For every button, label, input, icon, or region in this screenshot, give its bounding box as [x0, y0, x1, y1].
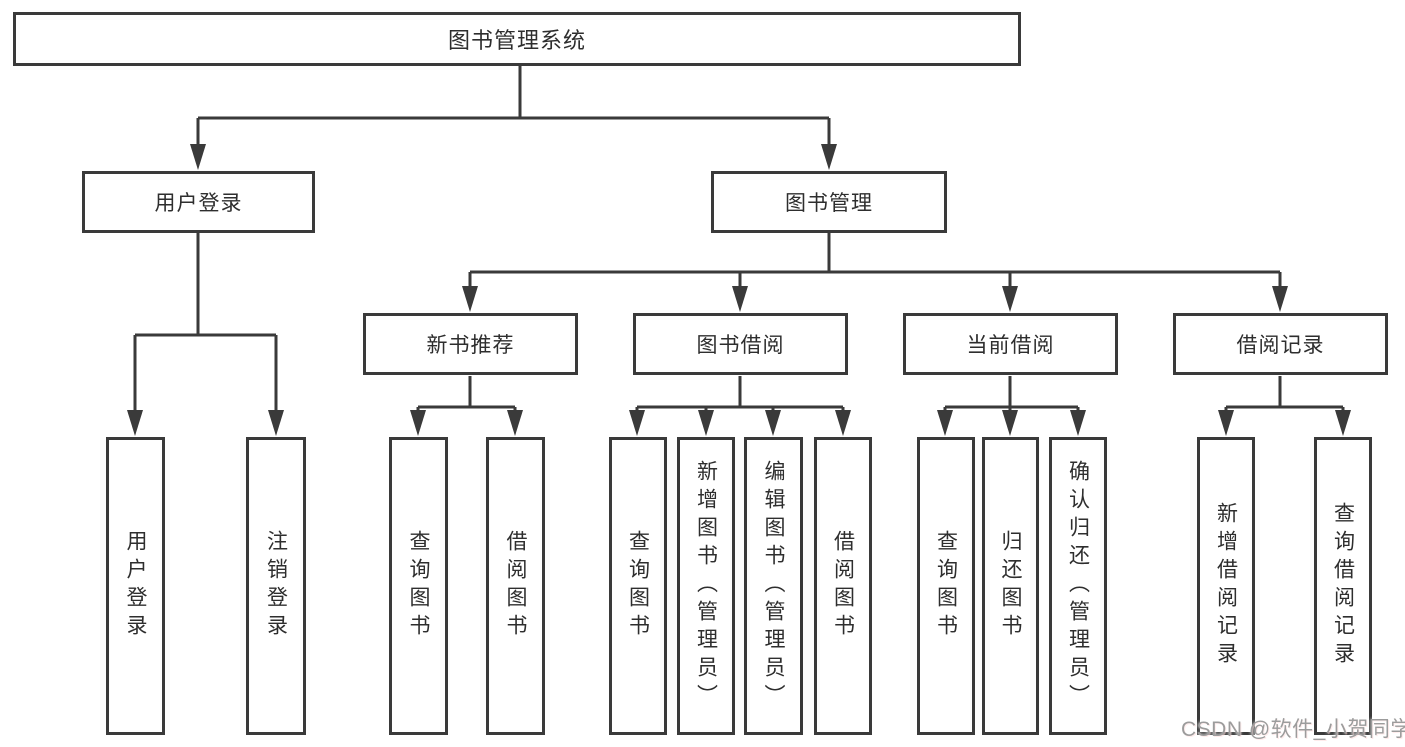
- leaf-cb-query-books: 查询图书: [917, 437, 975, 735]
- leaf-user-login: 用户登录: [106, 437, 165, 735]
- leaf-bb-edit-books-admin: 编辑图书（管理员）: [744, 437, 803, 735]
- leaf-br-add-record: 新增借阅记录: [1197, 437, 1255, 735]
- leaf-logout: 注销登录: [246, 437, 306, 735]
- node-book-borrow: 图书借阅: [633, 313, 848, 375]
- leaf-cb-confirm-return-admin: 确认归还（管理员）: [1049, 437, 1107, 735]
- node-new-book-recommend: 新书推荐: [363, 313, 578, 375]
- node-current-borrow: 当前借阅: [903, 313, 1118, 375]
- node-user-login: 用户登录: [82, 171, 315, 233]
- watermark: CSDN @软件_小贺同学: [1181, 718, 1405, 741]
- node-root: 图书管理系统: [13, 12, 1021, 66]
- leaf-br-query-record: 查询借阅记录: [1314, 437, 1372, 735]
- leaf-bb-query-books: 查询图书: [609, 437, 667, 735]
- node-borrow-records: 借阅记录: [1173, 313, 1388, 375]
- leaf-cb-return-books: 归还图书: [982, 437, 1039, 735]
- leaf-nb-query-books: 查询图书: [389, 437, 448, 735]
- node-book-management: 图书管理: [711, 171, 947, 233]
- leaf-nb-borrow-books: 借阅图书: [486, 437, 545, 735]
- leaf-bb-borrow-books: 借阅图书: [814, 437, 872, 735]
- leaf-bb-add-books-admin: 新增图书（管理员）: [677, 437, 735, 735]
